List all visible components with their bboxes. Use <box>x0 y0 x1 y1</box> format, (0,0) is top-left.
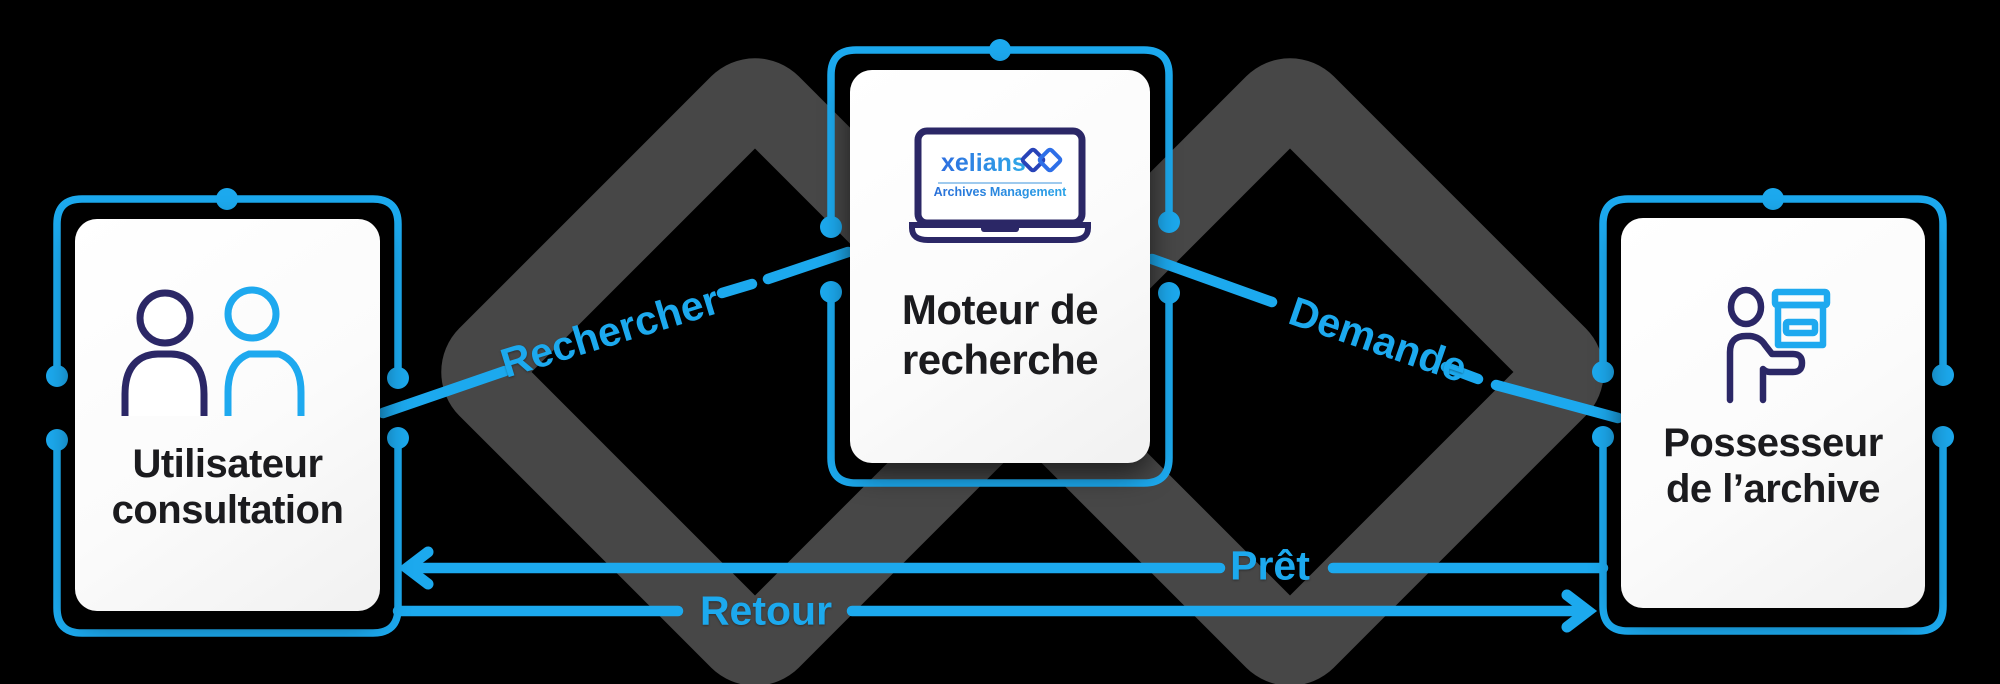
retour-arrowhead-icon <box>1561 589 1598 633</box>
engine-card-title-line1: Moteur de <box>901 286 1099 333</box>
rechercher-line <box>762 246 854 285</box>
retour-label: Retour <box>699 587 833 634</box>
pret-arrowhead-icon <box>397 546 434 590</box>
owner-card: Possesseur de l’archive <box>1621 218 1925 608</box>
connector-lines <box>377 246 1624 633</box>
person-icon <box>1726 286 1806 404</box>
owner-card-frame <box>1599 433 1947 635</box>
user-card-title-line2: consultation <box>111 488 344 532</box>
owner-card-title-line2: de l’archive <box>1665 467 1881 511</box>
archives-management-text: Archives Management <box>934 185 1068 199</box>
owner-card-title: Possesseur de l’archive <box>1621 420 1925 512</box>
user-card: Utilisateur consultation <box>75 219 380 611</box>
xelians-logo-text: xelians <box>941 149 1026 177</box>
engine-card: xelians Archives Management Moteur de re… <box>850 70 1150 463</box>
owner-card-title-line1: Possesseur <box>1663 421 1883 465</box>
archive-box-icon <box>1771 288 1831 349</box>
double-diamond-icon <box>1020 147 1063 173</box>
frame-dots <box>46 39 1954 451</box>
person-archive-box-icon <box>1726 286 1831 404</box>
user-card-title: Utilisateur consultation <box>75 441 380 533</box>
engine-card-title: Moteur de recherche <box>850 285 1150 385</box>
rechercher-line-dash <box>716 278 758 299</box>
engine-card-title-line2: recherche <box>901 336 1099 383</box>
demande-line <box>1146 253 1278 308</box>
user-card-title-line1: Utilisateur <box>132 442 323 486</box>
pret-label: Prêt <box>1230 542 1310 589</box>
people-icon <box>121 286 305 416</box>
demande-line-dash <box>1440 361 1484 385</box>
demande-line <box>1490 379 1624 424</box>
user-card-frame <box>53 434 402 637</box>
rechercher-line <box>377 365 511 419</box>
laptop-icon: xelians Archives Management <box>909 127 1091 243</box>
engine-card-frame <box>827 288 1173 487</box>
